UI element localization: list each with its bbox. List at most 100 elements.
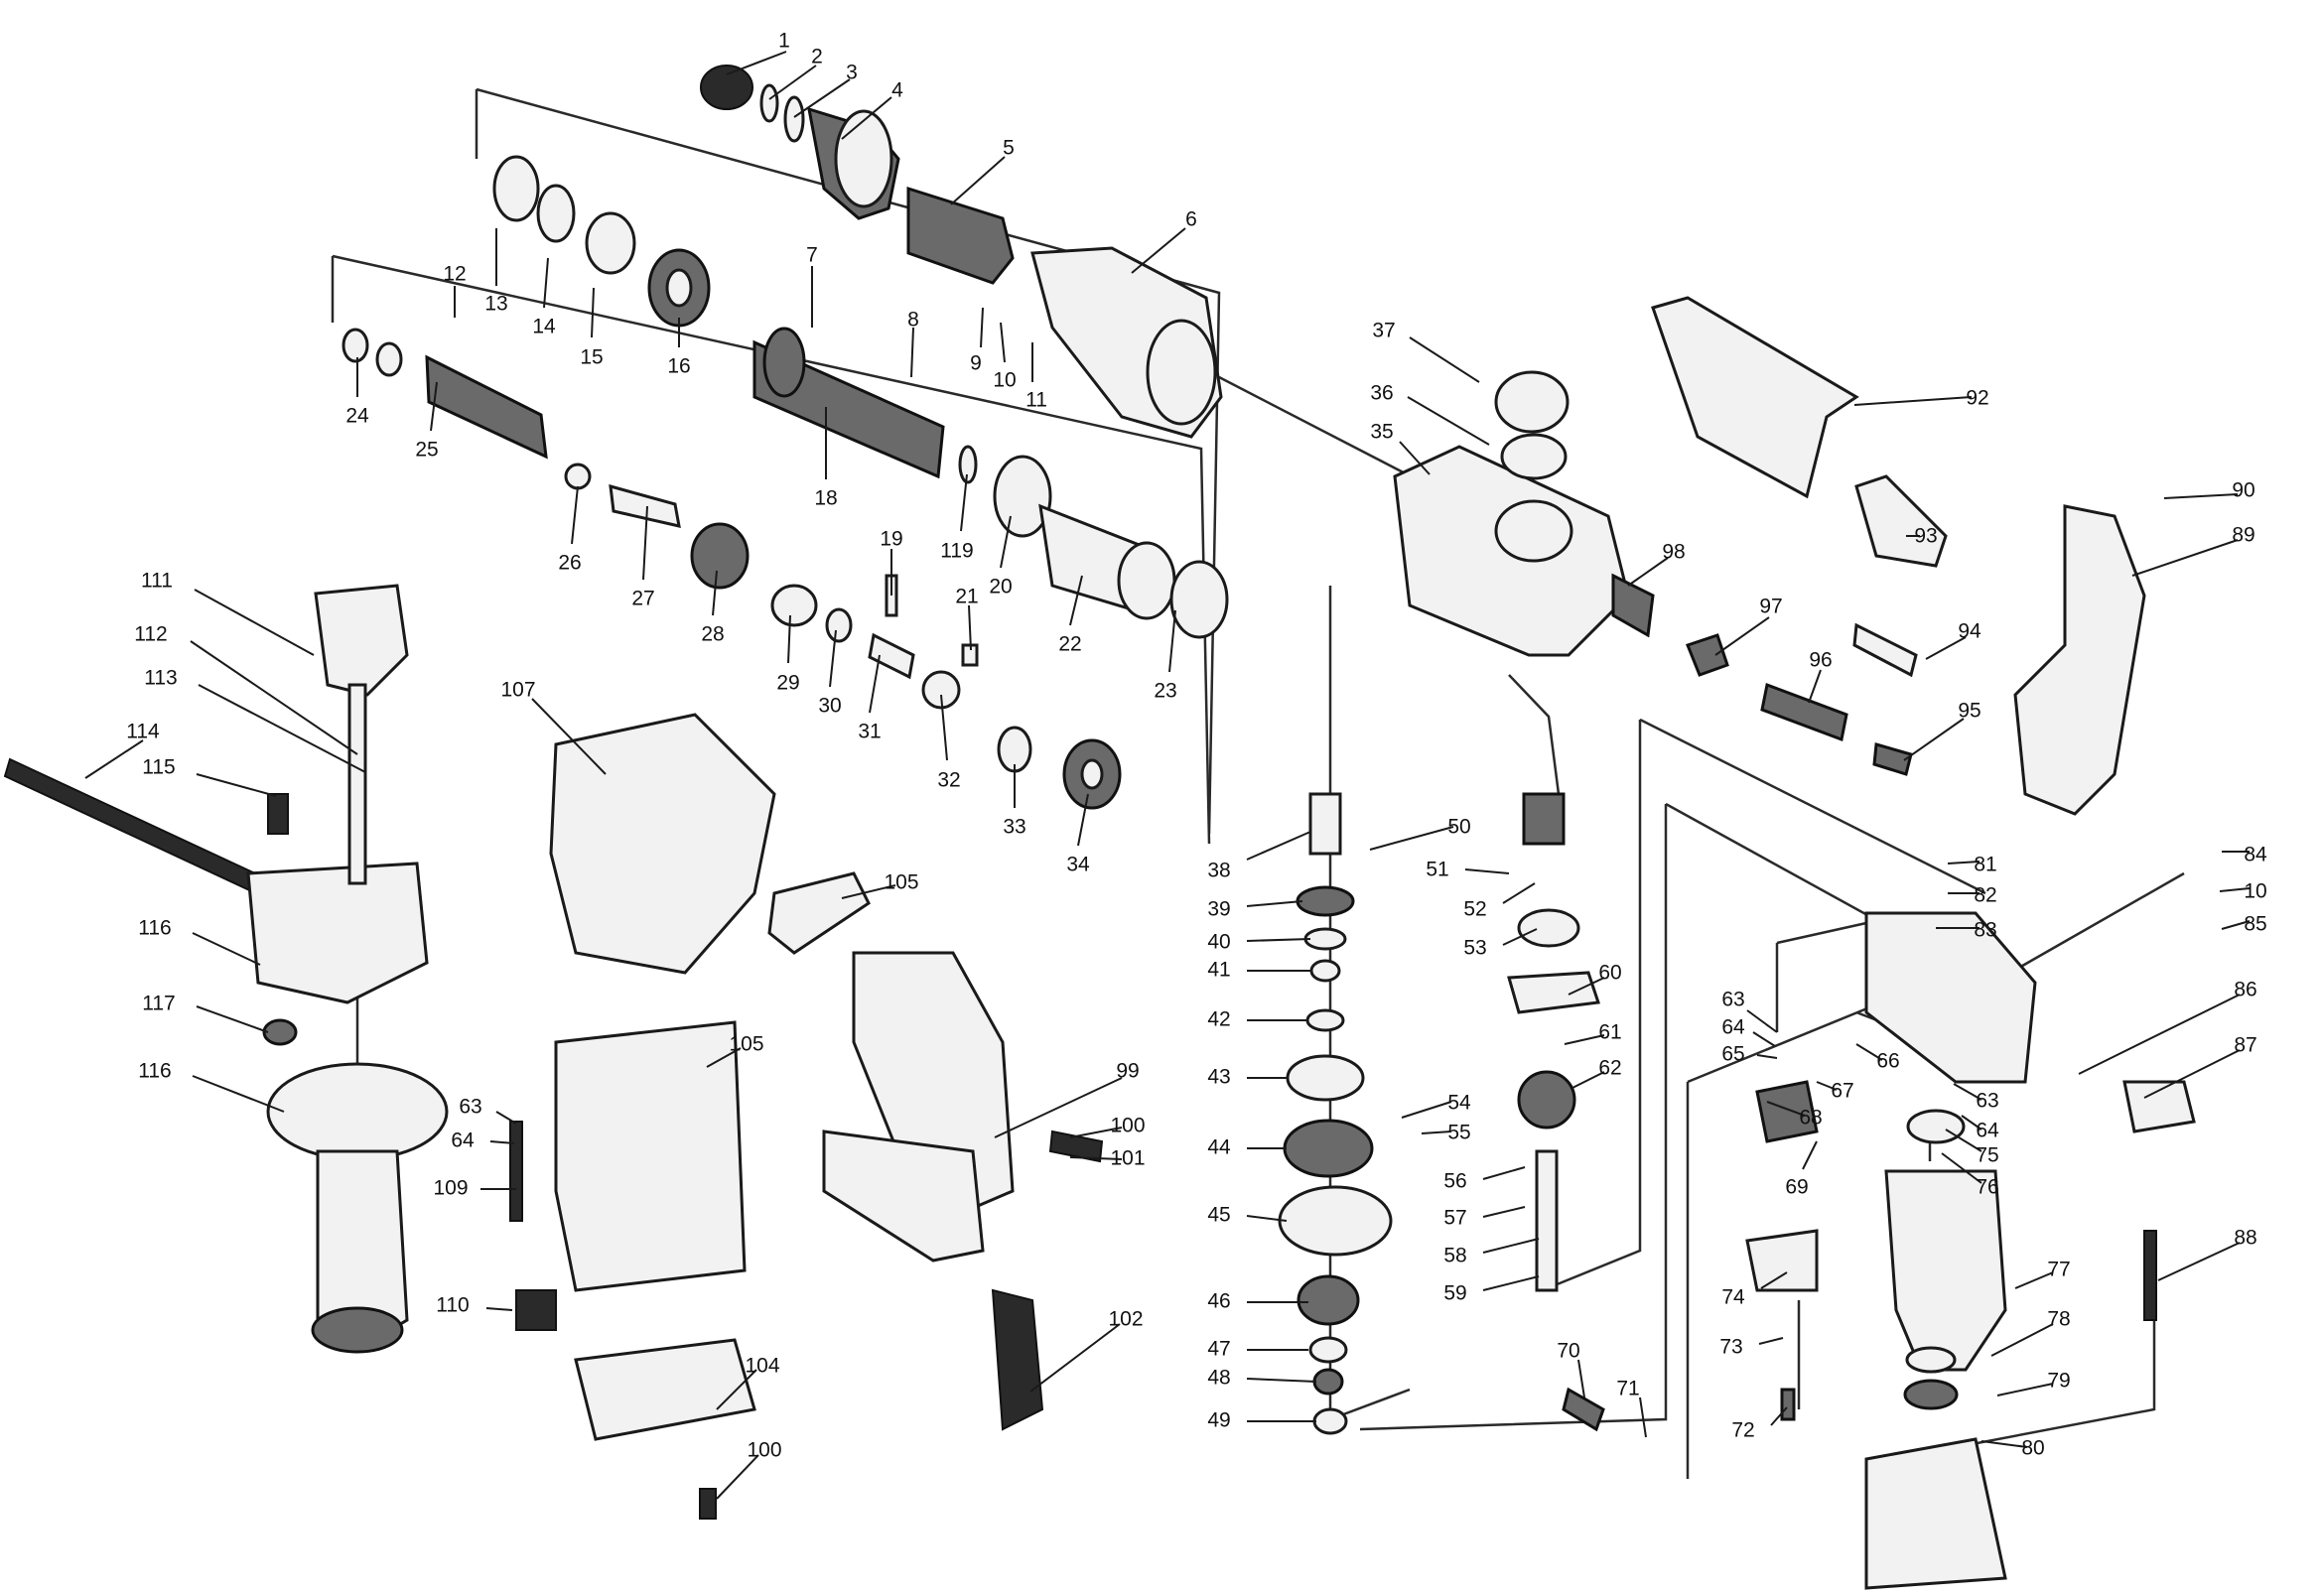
part-label-p85: 85	[2244, 913, 2266, 936]
leader-line-p35	[1399, 441, 1431, 475]
part-label-p113: 113	[144, 667, 177, 690]
leader-line-p20	[1000, 515, 1012, 569]
part-label-p64b: 64	[1976, 1120, 1999, 1142]
part-label-p100b: 100	[747, 1439, 781, 1462]
leader-line-p113	[198, 684, 366, 773]
part-label-p36: 36	[1370, 382, 1393, 405]
part-label-p114: 114	[126, 721, 160, 743]
leader-line-p87	[2143, 1049, 2241, 1099]
part-label-p28: 28	[701, 623, 724, 646]
leader-line-p79	[1996, 1383, 2054, 1396]
leader-line-p26	[571, 485, 579, 545]
front-chuck-assembly	[492, 65, 1229, 639]
part-label-p63a: 63	[1721, 989, 1744, 1011]
leader-line-p34	[1077, 793, 1089, 847]
leader-line-p59	[1482, 1275, 1540, 1291]
part-label-p10a: 10	[993, 369, 1016, 392]
part-label-p30: 30	[818, 695, 841, 718]
part-label-p74: 74	[1721, 1286, 1745, 1309]
part-label-p92: 92	[1966, 387, 1988, 410]
leader-line-p29	[787, 614, 791, 664]
part-label-p53: 53	[1463, 937, 1486, 960]
part-label-p18: 18	[814, 487, 837, 510]
part-label-p49: 49	[1207, 1409, 1230, 1432]
part-label-p42: 42	[1207, 1008, 1230, 1031]
part-label-p70: 70	[1557, 1340, 1579, 1363]
part-label-p20: 20	[989, 576, 1012, 598]
part-label-p71: 71	[1616, 1378, 1639, 1400]
part-label-p3: 3	[846, 62, 858, 84]
part-label-p11: 11	[1025, 389, 1047, 412]
part-label-p68: 68	[1799, 1107, 1822, 1130]
leader-line-p71	[1639, 1396, 1647, 1438]
gear-housing-assembly	[1393, 296, 2146, 816]
part-label-p10b: 10	[2244, 880, 2266, 903]
leader-line-p92	[1853, 396, 1973, 406]
leader-line-p102	[1029, 1323, 1121, 1393]
part-label-p104: 104	[745, 1355, 779, 1378]
leader-line-p37	[1409, 336, 1480, 383]
leader-line-p110	[485, 1307, 513, 1311]
part-label-p40: 40	[1207, 931, 1230, 954]
part-label-p65: 65	[1721, 1043, 1744, 1066]
part-label-p23: 23	[1154, 680, 1176, 703]
leader-line-p15	[591, 287, 595, 338]
part-label-p9: 9	[970, 352, 982, 375]
leader-line-p85	[2221, 920, 2251, 930]
leader-line-p38	[1246, 831, 1311, 861]
part-label-p64a: 64	[1721, 1016, 1745, 1039]
leader-line-p64a	[1752, 1031, 1776, 1047]
part-label-p84: 84	[2244, 844, 2267, 866]
leader-line-p101	[1069, 1156, 1123, 1160]
part-label-p5: 5	[1003, 137, 1015, 160]
leader-line-p36	[1407, 396, 1490, 446]
part-label-p77: 77	[2047, 1259, 2070, 1281]
part-label-p31: 31	[858, 721, 881, 743]
part-label-p29: 29	[776, 672, 799, 695]
part-label-p15: 15	[580, 346, 603, 369]
part-label-p97: 97	[1759, 596, 1782, 618]
leader-line-p2	[768, 65, 817, 100]
part-label-p47: 47	[1207, 1338, 1230, 1361]
leader-line-p96	[1808, 669, 1822, 704]
part-label-p86: 86	[2234, 979, 2256, 1001]
side-handle-assembly	[3, 584, 449, 1354]
leader-line-p74	[1760, 1271, 1788, 1289]
leader-line-p116a	[192, 932, 261, 966]
part-label-p82: 82	[1974, 884, 1996, 907]
leader-line-p53	[1502, 928, 1538, 946]
part-label-p94: 94	[1958, 620, 1981, 643]
leader-line-p61	[1564, 1034, 1605, 1045]
part-label-p116b: 116	[138, 1060, 171, 1083]
leader-line-p5	[950, 156, 1006, 205]
leader-line-p90	[2163, 493, 2239, 499]
leader-line-p32	[940, 694, 948, 761]
part-label-p66: 66	[1876, 1050, 1899, 1073]
part-label-p111: 111	[141, 570, 173, 593]
part-label-p38: 38	[1207, 860, 1230, 882]
part-label-p90: 90	[2232, 479, 2254, 502]
part-label-p102: 102	[1108, 1308, 1143, 1331]
leader-line-p62	[1571, 1071, 1605, 1089]
leader-line-p70	[1577, 1359, 1585, 1398]
part-label-p87: 87	[2234, 1034, 2256, 1057]
part-label-p73: 73	[1719, 1336, 1742, 1359]
part-label-p7: 7	[806, 244, 818, 267]
part-label-p75: 75	[1976, 1144, 1998, 1167]
leader-line-p9	[980, 307, 984, 348]
part-label-p24: 24	[345, 405, 369, 428]
leader-line-p112	[190, 640, 358, 755]
part-label-p110: 110	[436, 1294, 469, 1317]
leader-line-p111	[194, 589, 315, 656]
leader-line-p80	[1981, 1440, 2028, 1448]
leader-line-p40	[1246, 938, 1311, 942]
part-label-p63c: 63	[459, 1096, 481, 1119]
leader-line-p81	[1947, 861, 1981, 864]
leader-line-p78	[1990, 1323, 2054, 1357]
part-label-p21: 21	[955, 586, 978, 608]
leader-line-p6	[1131, 227, 1186, 274]
part-label-p4: 4	[891, 79, 903, 102]
part-label-p105b: 105	[729, 1033, 763, 1056]
part-label-p72: 72	[1731, 1419, 1754, 1442]
